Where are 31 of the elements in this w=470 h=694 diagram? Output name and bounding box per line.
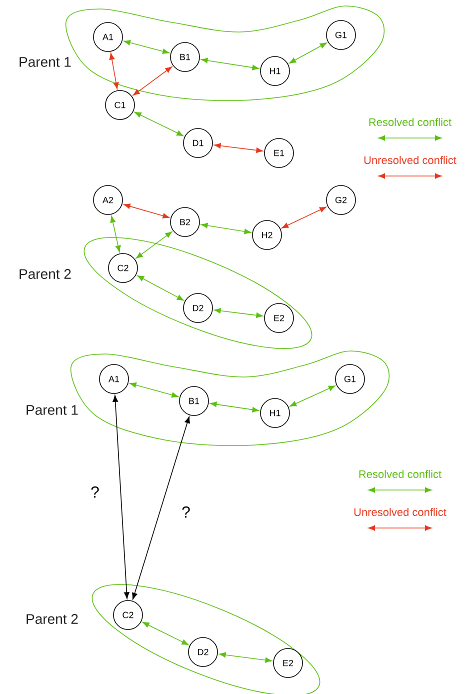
arrow: [282, 206, 326, 228]
arrow: [132, 416, 190, 600]
arrow: [109, 52, 119, 90]
arrow: [132, 66, 172, 96]
arrow: [142, 622, 189, 646]
group-label: Parent 2: [20, 269, 71, 279]
legend-text: Resolved conflict: [359, 470, 442, 478]
arrow: [289, 42, 327, 64]
legend-text: Resolved conflict: [369, 118, 452, 126]
arrow: [200, 222, 252, 234]
legend-text: Unresolved conflict: [364, 156, 456, 164]
group-label: Parent 1: [20, 57, 71, 67]
arrow: [110, 216, 121, 252]
arrow: [134, 112, 184, 136]
arrow: [130, 382, 178, 398]
arrow: [290, 385, 336, 407]
arrow: [112, 395, 130, 599]
arrow: [124, 204, 170, 218]
edge-label: ?: [180, 505, 192, 519]
group-label: Parent 2: [26, 614, 78, 624]
arrow: [124, 40, 170, 54]
edge-label: ?: [90, 485, 100, 499]
legend-text: Unresolved conflict: [354, 508, 446, 516]
arrow: [136, 231, 172, 259]
arrow: [214, 308, 263, 318]
arrow: [210, 402, 260, 412]
arrow: [137, 275, 184, 301]
arrow: [200, 58, 260, 70]
group-label: Parent 1: [26, 405, 78, 415]
arrow: [214, 143, 263, 153]
arrow: [219, 652, 272, 663]
